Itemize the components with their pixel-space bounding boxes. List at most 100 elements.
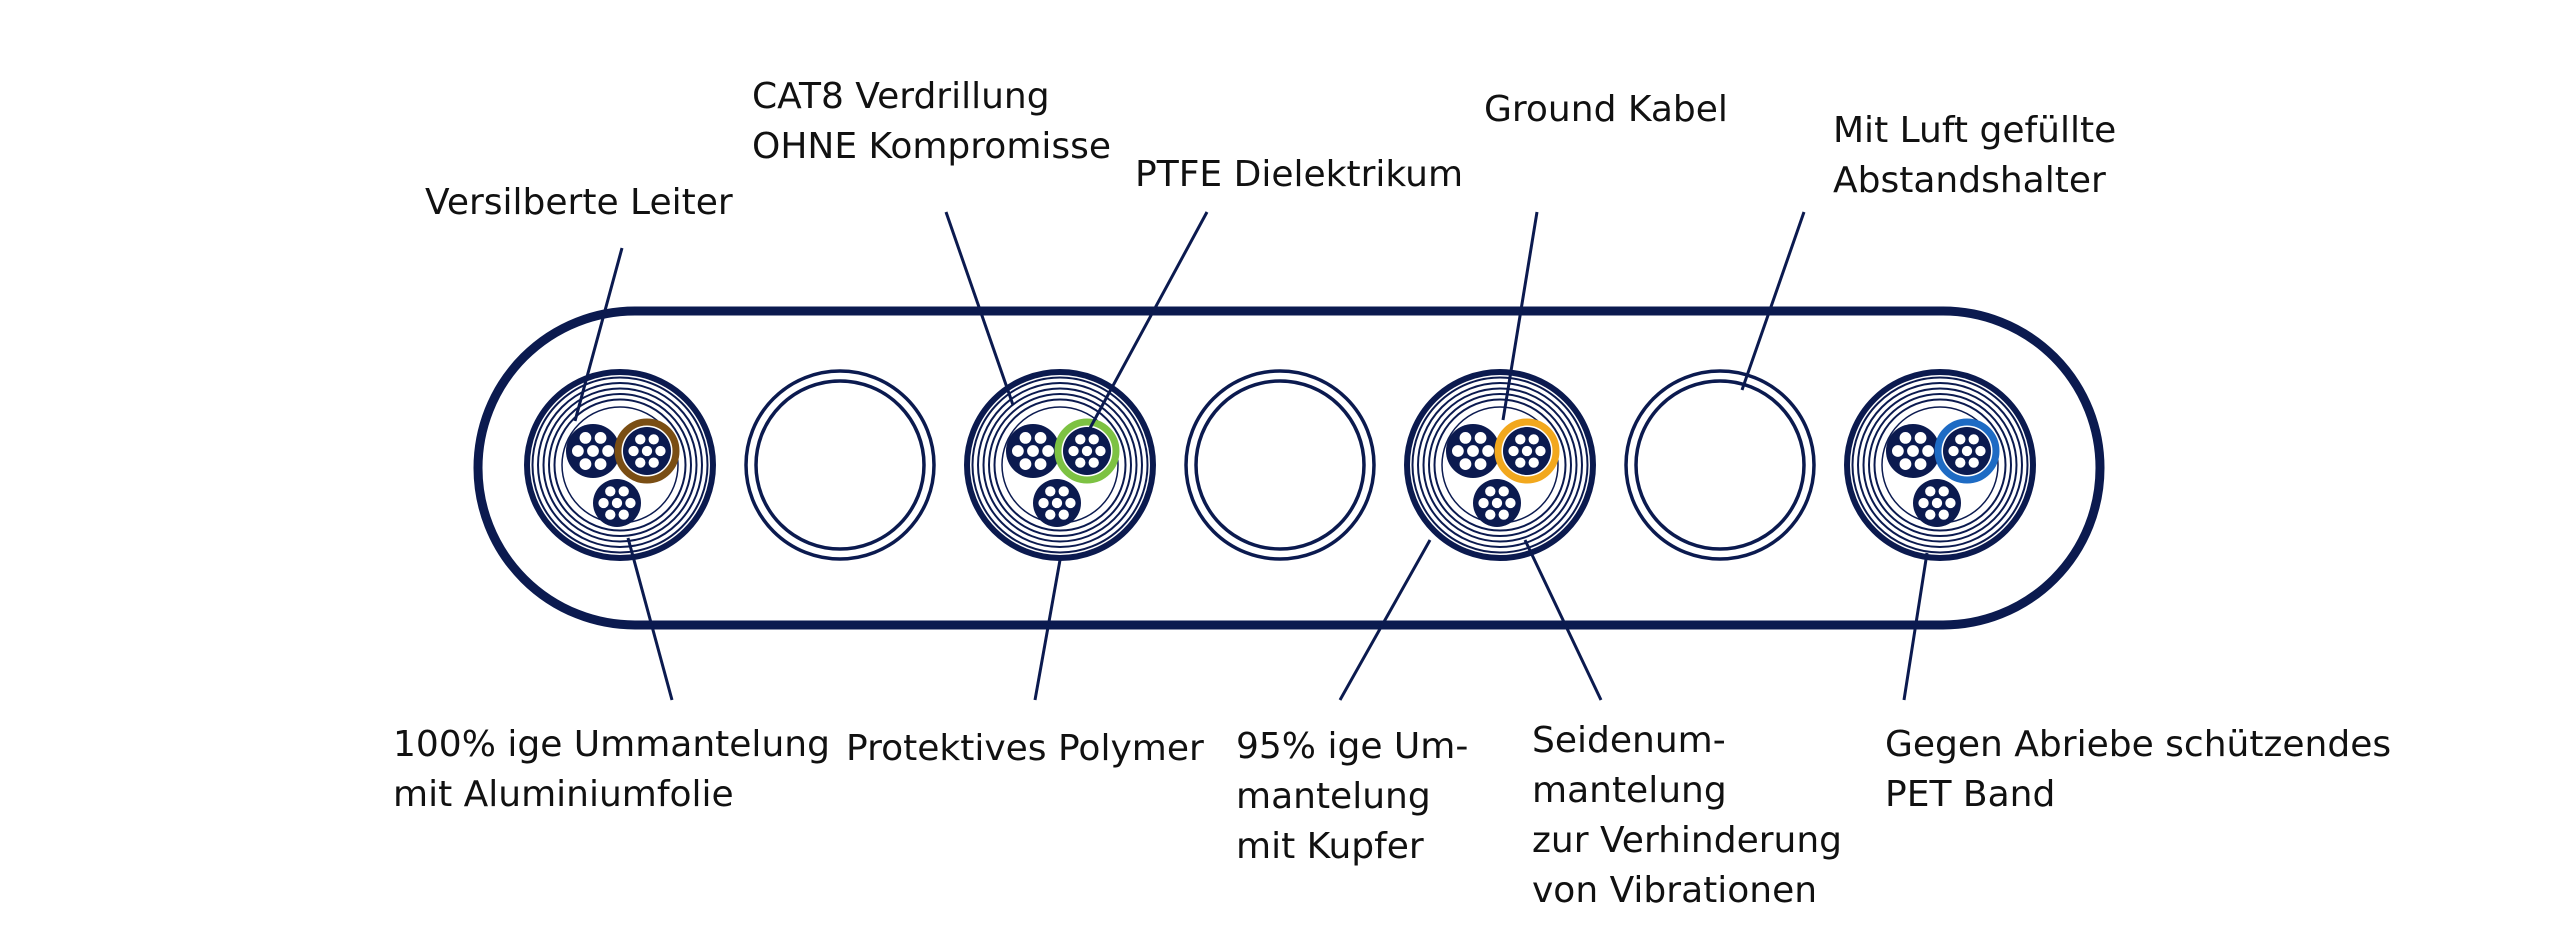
strand-wire bbox=[1025, 443, 1041, 459]
strand-wire bbox=[570, 443, 585, 459]
leader-line bbox=[1033, 559, 1062, 701]
label-line: mit Kupfer bbox=[1236, 826, 1424, 867]
strand-wire bbox=[1073, 456, 1087, 469]
strand-wire bbox=[1473, 430, 1488, 445]
conductor-strand bbox=[1913, 479, 1961, 527]
strand-wire bbox=[1947, 444, 1960, 458]
strand-wire bbox=[1890, 443, 1905, 459]
strand-wire bbox=[597, 496, 610, 510]
cable-outer-jacket bbox=[473, 306, 2105, 630]
strand-wire bbox=[1917, 496, 1930, 510]
leader-line bbox=[1902, 552, 1929, 701]
strand-wire bbox=[1930, 496, 1944, 510]
strand-wire bbox=[1960, 444, 1974, 458]
conductor-strand bbox=[1473, 479, 1521, 527]
twisted-pair-unit bbox=[1844, 369, 2036, 561]
strand-wire bbox=[647, 433, 661, 446]
shield-layer-ring bbox=[993, 398, 1127, 532]
strand-wire bbox=[610, 496, 624, 510]
label-line: zur Verhinderung bbox=[1532, 820, 1843, 861]
shield-layer-ring bbox=[537, 382, 703, 548]
shield-layer-ring bbox=[1417, 382, 1583, 548]
strand-wire bbox=[1527, 433, 1541, 446]
strand-wire bbox=[1010, 443, 1025, 459]
label-line: 100% ige Ummantelung bbox=[393, 724, 830, 765]
strand-wire bbox=[1497, 508, 1511, 521]
strand-wire bbox=[1018, 457, 1033, 472]
shield-layer-ring bbox=[553, 398, 687, 532]
leader-line bbox=[1523, 539, 1603, 701]
conductor-strand bbox=[1886, 424, 1940, 478]
strand-wire bbox=[1944, 496, 1957, 510]
strand-wire bbox=[647, 456, 661, 469]
strand-wire bbox=[1520, 444, 1534, 458]
conductor-strand bbox=[593, 479, 641, 527]
air-spacer bbox=[1624, 369, 1816, 561]
conductor-strand bbox=[566, 424, 620, 478]
strand-wire bbox=[1937, 508, 1951, 521]
strand-wire bbox=[603, 485, 617, 498]
cable-units bbox=[524, 369, 2036, 561]
conductor-strand bbox=[1033, 479, 1081, 527]
strand-wire bbox=[1967, 456, 1981, 469]
label-line: Seidenum- bbox=[1532, 720, 1726, 761]
strand-wire bbox=[1033, 457, 1048, 472]
strand-wire bbox=[1094, 444, 1107, 458]
strand-wire bbox=[1513, 456, 1527, 469]
colored-insulation-ring bbox=[1934, 418, 2000, 484]
label-protektives-polymer: Protektives Polymer bbox=[846, 724, 1204, 774]
twisted-pair-unit bbox=[524, 369, 716, 561]
shield-layer-ring bbox=[1862, 387, 2018, 543]
strand-wire bbox=[1064, 496, 1077, 510]
outer-shield-ring bbox=[524, 369, 716, 561]
strand-wire bbox=[1057, 485, 1071, 498]
strand-wire bbox=[1041, 443, 1056, 459]
strand-wire bbox=[585, 443, 601, 459]
label-ground-kabel: Ground Kabel bbox=[1484, 85, 1728, 135]
strand-wire bbox=[1953, 456, 1967, 469]
spacer-outer-ring bbox=[1624, 369, 1816, 561]
shield-layer-ring bbox=[531, 376, 709, 554]
colored-insulation-ring bbox=[1494, 418, 1560, 484]
shield-layer-ring bbox=[1851, 376, 2029, 554]
strand-wire bbox=[1967, 433, 1981, 446]
air-spacer bbox=[1184, 369, 1376, 561]
label-line: Versilberte Leiter bbox=[425, 182, 733, 223]
spacer-outer-ring bbox=[1184, 369, 1376, 561]
strand-wire bbox=[633, 433, 647, 446]
strand-wire bbox=[1974, 444, 1987, 458]
label-line: OHNE Kompromisse bbox=[752, 126, 1112, 167]
air-spacer bbox=[744, 369, 936, 561]
strand-wire bbox=[617, 485, 631, 498]
strand-wire bbox=[617, 508, 631, 521]
strand-wire bbox=[1465, 443, 1481, 459]
strand-wire bbox=[1534, 444, 1547, 458]
label-line: Mit Luft gefüllte bbox=[1833, 110, 2117, 151]
strand-wire bbox=[1937, 485, 1951, 498]
strand-wire bbox=[1483, 508, 1497, 521]
strand-wire bbox=[1898, 457, 1913, 472]
colored-insulation-ring bbox=[614, 418, 680, 484]
spacer-inner-ring bbox=[1634, 379, 1806, 551]
shield-layer-ring bbox=[548, 393, 692, 537]
strand-wire bbox=[627, 444, 640, 458]
strand-wire bbox=[1043, 485, 1057, 498]
conductor-strand bbox=[1503, 427, 1551, 475]
strand-wire bbox=[1037, 496, 1050, 510]
label-line: Ground Kabel bbox=[1484, 89, 1728, 130]
leader-line bbox=[1740, 211, 1806, 391]
label-line: mantelung bbox=[1236, 776, 1431, 817]
strand-wire bbox=[1087, 433, 1101, 446]
leader-lines bbox=[573, 211, 1929, 701]
shield-layer-ring bbox=[1411, 376, 1589, 554]
strand-wire bbox=[1953, 433, 1967, 446]
label-line: Protektives Polymer bbox=[846, 728, 1204, 769]
label-line: von Vibrationen bbox=[1532, 870, 1818, 911]
strand-wire bbox=[1073, 433, 1087, 446]
strand-wire bbox=[1923, 485, 1937, 498]
strand-wire bbox=[1905, 443, 1921, 459]
shield-layer-ring bbox=[1433, 398, 1567, 532]
label-ptfe-dielektrikum: PTFE Dielektrikum bbox=[1135, 150, 1463, 200]
